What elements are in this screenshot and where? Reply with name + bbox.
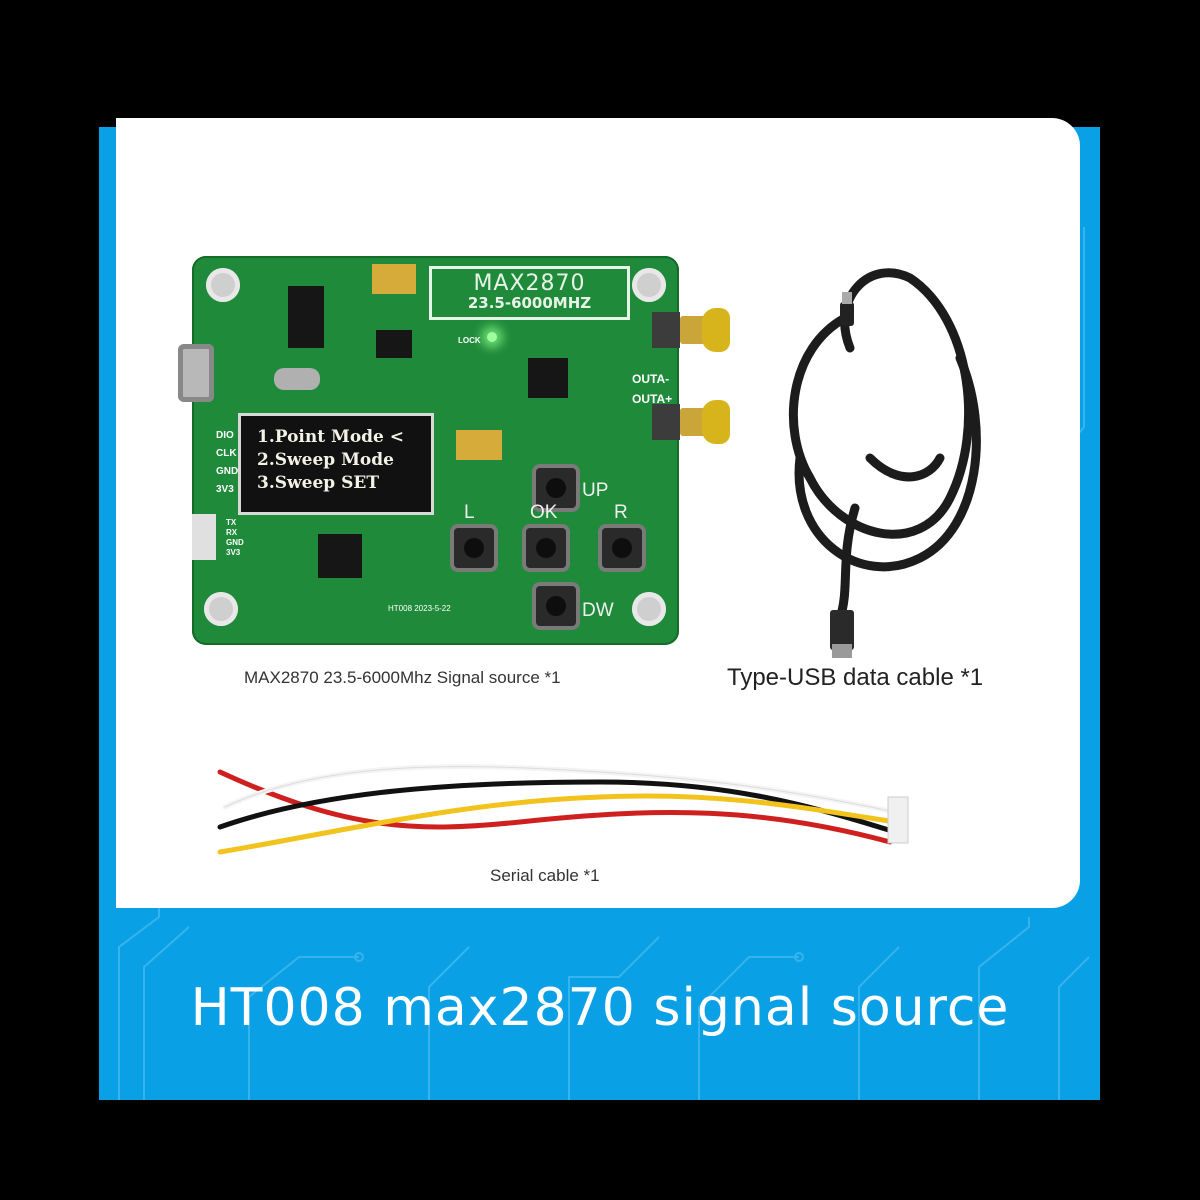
regulator — [376, 330, 412, 358]
uart-gnd: GND — [226, 538, 244, 547]
chip-label-box: MAX2870 23.5-6000MHZ — [429, 266, 630, 320]
uart-connector — [192, 514, 216, 560]
crystal — [274, 368, 320, 390]
board-marking: HT008 2023-5-22 — [388, 604, 451, 613]
frequency-range: 23.5-6000MHZ — [467, 294, 592, 312]
left-button — [454, 528, 494, 568]
usb-cable-image — [789, 268, 981, 658]
mount-hole — [204, 592, 238, 626]
right-button — [602, 528, 642, 568]
oled-display: 1.Point Mode < 2.Sweep Mode 3.Sweep SET — [238, 413, 434, 515]
outa-minus-label: OUTA- — [632, 372, 670, 386]
left-label: L — [464, 502, 475, 523]
sma-connector-outa-minus — [652, 308, 730, 352]
uart-3v3: 3V3 — [226, 548, 241, 557]
serial-cable-caption: Serial cable *1 — [490, 866, 600, 885]
menu-item-sweep-mode: 2.Sweep Mode — [257, 450, 394, 470]
tantalum-cap — [372, 264, 416, 294]
mount-hole — [632, 592, 666, 626]
serial-cable-image — [217, 764, 909, 855]
signal-source-board: MAX2870 23.5-6000MHZ LOCK 1.Point Mode <… — [178, 256, 679, 645]
usb-cable-caption: Type-USB data cable *1 — [727, 664, 984, 691]
up-label: UP — [582, 480, 609, 501]
max2870-chip — [528, 358, 568, 398]
pin-gnd: GND — [216, 466, 239, 477]
uart-tx: TX — [226, 518, 237, 527]
product-title-banner: HT008 max2870 signal source — [190, 978, 1010, 1038]
pin-3v3: 3V3 — [216, 484, 234, 495]
uart-rx: RX — [226, 528, 238, 537]
up-button — [536, 468, 576, 508]
outa-plus-label: OUTA+ — [632, 392, 673, 406]
chip-title: MAX2870 — [473, 271, 586, 296]
mount-hole — [206, 268, 240, 302]
mount-hole — [632, 268, 666, 302]
down-button — [536, 586, 576, 626]
board-caption: MAX2870 23.5-6000Mhz Signal source *1 — [244, 668, 561, 687]
lock-led — [487, 332, 497, 342]
menu-item-point-mode: 1.Point Mode < — [257, 427, 405, 447]
menu-item-sweep-set: 3.Sweep SET — [257, 473, 379, 493]
tantalum-cap — [456, 430, 502, 460]
ok-label: OK — [530, 502, 558, 523]
pin-clk: CLK — [216, 448, 237, 459]
usb-c-port — [178, 344, 214, 402]
sma-connector-outa-plus — [652, 400, 730, 444]
pin-dio: DIO — [216, 430, 234, 441]
right-label: R — [614, 502, 628, 523]
lock-label: LOCK — [458, 336, 481, 345]
ok-button — [526, 528, 566, 568]
down-label: DW — [582, 600, 614, 621]
microcontroller — [318, 534, 362, 578]
ic-chip — [288, 286, 324, 348]
